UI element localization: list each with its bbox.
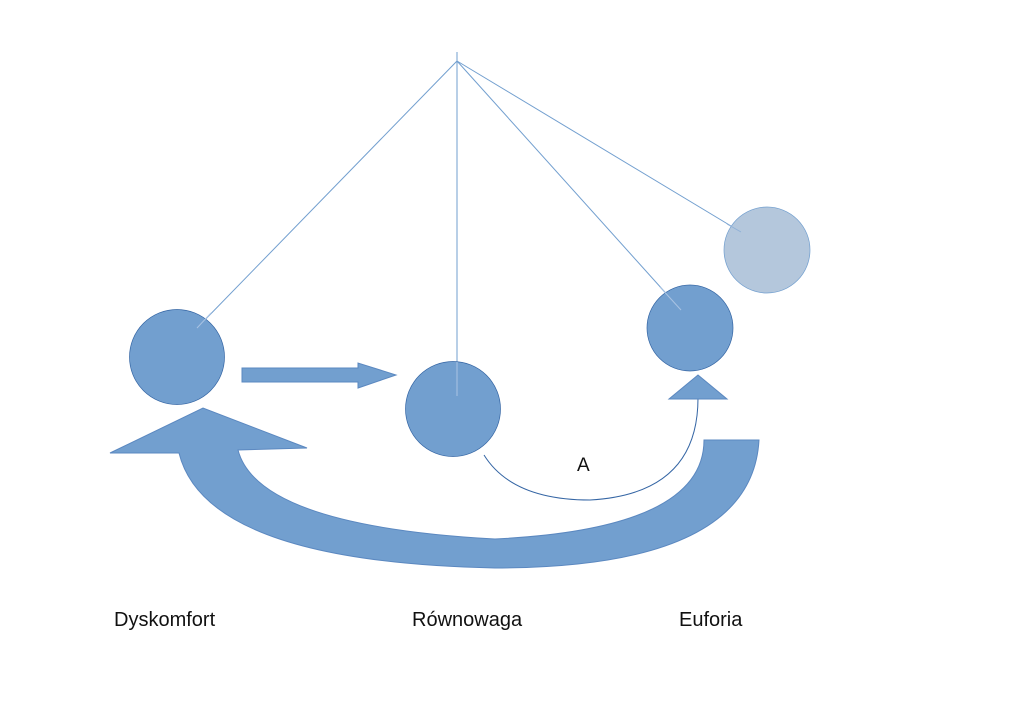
string-discomfort-overlay bbox=[196, 312, 212, 329]
arc-a-arrowhead bbox=[667, 374, 729, 400]
ball-balance bbox=[405, 361, 501, 457]
return-arc-arrow bbox=[109, 407, 760, 569]
right-arrow bbox=[241, 362, 398, 389]
string-euphoria-overlay bbox=[659, 286, 682, 311]
string-euphoria-faded bbox=[456, 60, 742, 233]
ball-euphoria bbox=[646, 284, 734, 372]
string-faded-overlay bbox=[726, 223, 742, 233]
label-balance: Równowaga bbox=[412, 609, 523, 631]
arc-a-line bbox=[483, 397, 699, 501]
string-discomfort bbox=[196, 60, 458, 329]
label-arc-a: A bbox=[577, 455, 590, 476]
label-discomfort: Dyskomfort bbox=[114, 609, 216, 631]
ball-euphoria-faded bbox=[723, 206, 811, 294]
label-euphoria: Euforia bbox=[679, 609, 743, 631]
string-euphoria bbox=[456, 60, 682, 311]
ball-discomfort bbox=[129, 309, 225, 405]
